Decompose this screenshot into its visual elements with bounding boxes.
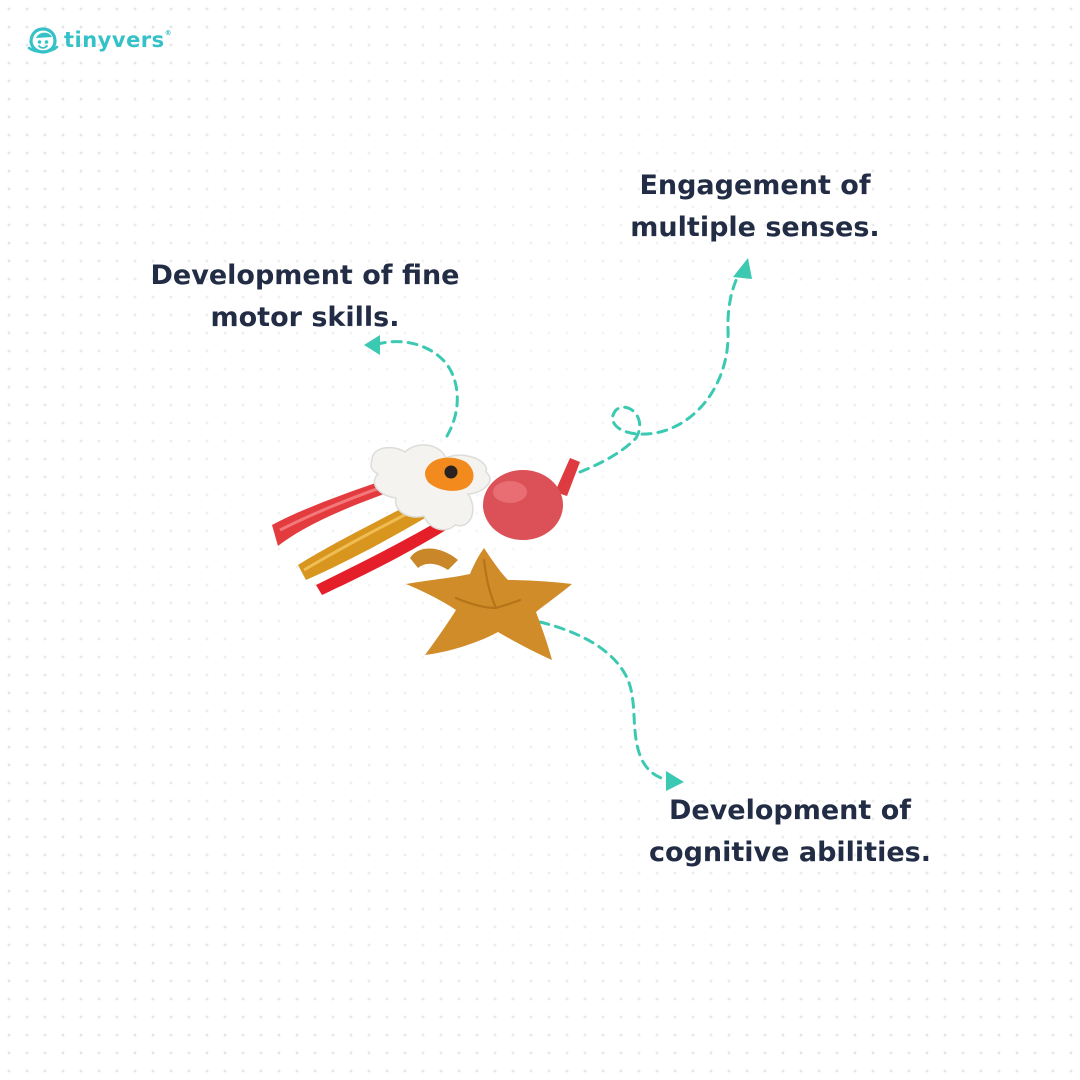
arrowhead-icon (666, 771, 684, 791)
baby-face-logo-icon (27, 27, 59, 54)
toy-star-loop (410, 548, 458, 570)
toy-red-stick (555, 458, 580, 496)
arrowhead-icon (364, 335, 380, 355)
brand-logo[interactable]: tinyvers® (27, 26, 172, 54)
registered-mark: ® (164, 28, 173, 37)
arrowhead-icon (733, 258, 752, 279)
toy-red-ribbon (316, 520, 446, 595)
toy-star (406, 548, 572, 660)
dashed-curved-arrow (578, 266, 744, 474)
callout-line: Development of fine (150, 260, 460, 291)
callout-line: Engagement of (639, 170, 871, 201)
dashed-curved-arrow (538, 620, 670, 782)
callout-line: motor skills. (210, 302, 400, 333)
callout-cognitive-abilities: Development of cognitive abilities. (620, 790, 960, 874)
callout-line: Development of (668, 795, 912, 826)
callout-fine-motor-skills: Development of fine motor skills. (130, 255, 480, 339)
callout-line: multiple senses. (630, 212, 880, 243)
toy-red-ball (483, 470, 563, 540)
callout-multiple-senses: Engagement of multiple senses. (600, 165, 910, 249)
dashed-curved-arrow (376, 340, 459, 438)
callout-line: cognitive abilities. (649, 837, 931, 868)
brand-name: tinyvers® (64, 27, 173, 52)
